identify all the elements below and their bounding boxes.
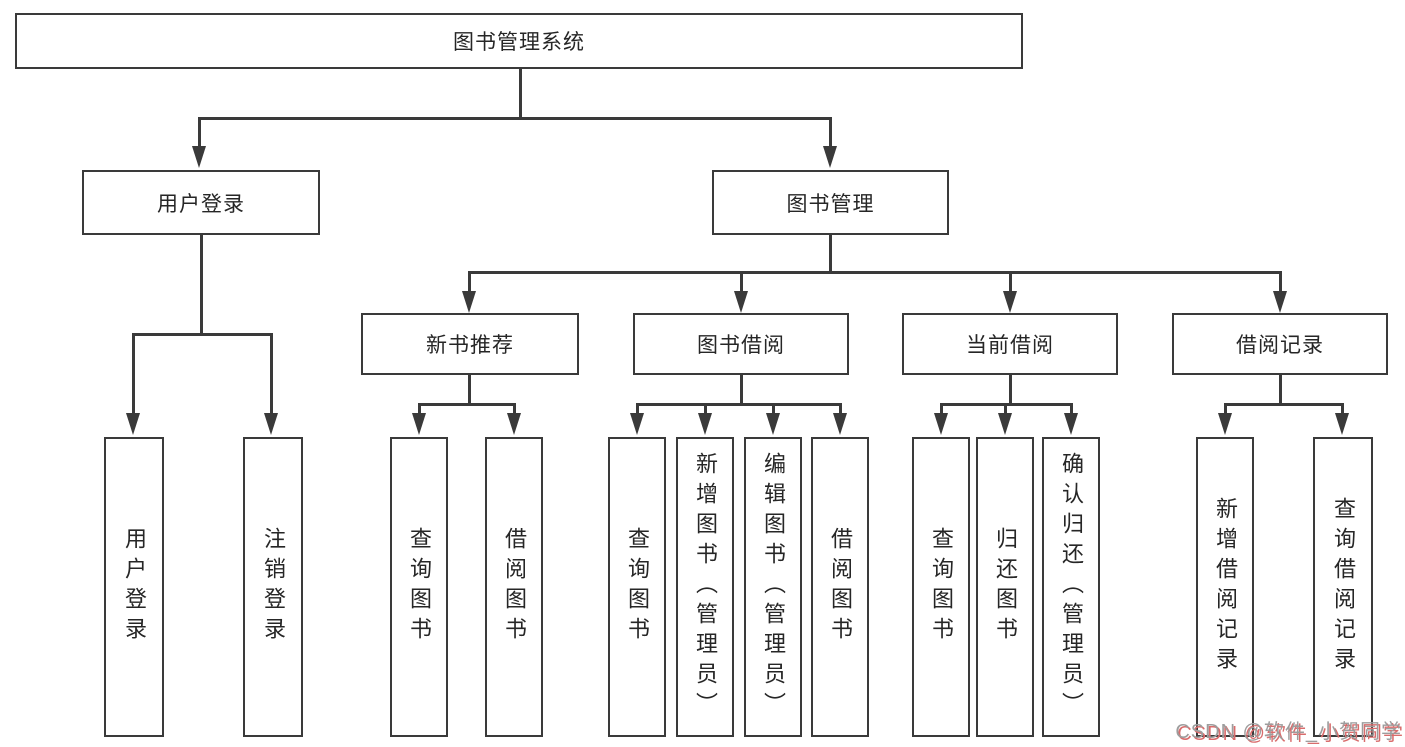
connector-line — [740, 271, 743, 293]
connector-line — [740, 375, 743, 406]
connector-line — [198, 117, 201, 148]
node-book-management: 图书管理 — [712, 170, 949, 235]
leaf-logout-label: 注销登录 — [261, 527, 286, 647]
connector-line — [940, 403, 943, 415]
arrow-down-icon — [462, 291, 476, 313]
arrow-down-icon — [1003, 291, 1017, 313]
connector-line — [1279, 375, 1282, 406]
connector-line — [132, 333, 135, 415]
node-current-borrow: 当前借阅 — [902, 313, 1118, 375]
arrow-down-icon — [698, 413, 712, 435]
connector-line — [200, 235, 203, 336]
leaf-query-borrow-record: 查询借阅记录 — [1313, 437, 1373, 737]
leaf-borrow-books: 借阅图书 — [811, 437, 869, 737]
leaf-return-books-label: 归还图书 — [993, 527, 1018, 647]
leaf-query-books-current-label: 查询图书 — [929, 527, 954, 647]
leaf-edit-books-admin-label: 编辑图书（管理员） — [761, 452, 786, 722]
leaf-logout: 注销登录 — [243, 437, 303, 737]
connector-line — [1009, 375, 1012, 406]
connector-line — [468, 271, 1281, 274]
connector-line — [1004, 403, 1007, 415]
leaf-borrow-books-newbooks: 借阅图书 — [485, 437, 543, 737]
leaf-add-borrow-record: 新增借阅记录 — [1196, 437, 1254, 737]
arrow-down-icon — [934, 413, 948, 435]
node-user-login: 用户登录 — [82, 170, 320, 235]
node-book-management-label: 图书管理 — [786, 192, 875, 216]
connector-line — [418, 403, 516, 406]
connector-line — [1224, 403, 1227, 415]
leaf-add-borrow-record-label: 新增借阅记录 — [1213, 497, 1238, 677]
leaf-user-login: 用户登录 — [104, 437, 164, 737]
leaf-user-login-label: 用户登录 — [122, 527, 147, 647]
leaf-borrow-books-label: 借阅图书 — [828, 527, 853, 647]
leaf-confirm-return-admin-label: 确认归还（管理员） — [1059, 452, 1084, 722]
connector-line — [1224, 403, 1344, 406]
arrow-down-icon — [507, 413, 521, 435]
connector-line — [704, 403, 707, 415]
node-new-books: 新书推荐 — [361, 313, 579, 375]
leaf-query-books-current: 查询图书 — [912, 437, 970, 737]
connector-line — [468, 375, 471, 406]
connector-line — [829, 235, 832, 274]
leaf-query-books-borrow: 查询图书 — [608, 437, 666, 737]
node-book-borrow: 图书借阅 — [633, 313, 849, 375]
connector-line — [270, 333, 273, 415]
leaf-query-books-newbooks: 查询图书 — [390, 437, 448, 737]
arrow-down-icon — [412, 413, 426, 435]
node-root-label: 图书管理系统 — [453, 31, 585, 54]
arrow-down-icon — [192, 146, 206, 168]
leaf-borrow-books-newbooks-label: 借阅图书 — [502, 527, 527, 647]
connector-line — [418, 403, 421, 415]
connector-line — [198, 117, 832, 120]
arrow-down-icon — [1064, 413, 1078, 435]
arrow-down-icon — [1335, 413, 1349, 435]
node-borrow-records: 借阅记录 — [1172, 313, 1388, 375]
leaf-query-books-newbooks-label: 查询图书 — [407, 527, 432, 647]
connector-line — [513, 403, 516, 415]
arrow-down-icon — [766, 413, 780, 435]
arrow-down-icon — [998, 413, 1012, 435]
leaf-query-borrow-record-label: 查询借阅记录 — [1331, 497, 1356, 677]
connector-line — [829, 117, 832, 148]
node-book-borrow-label: 图书借阅 — [697, 334, 785, 357]
connector-line — [1009, 271, 1012, 293]
leaf-edit-books-admin: 编辑图书（管理员） — [744, 437, 802, 737]
node-current-borrow-label: 当前借阅 — [966, 334, 1054, 357]
connector-line — [839, 403, 842, 415]
node-borrow-records-label: 借阅记录 — [1236, 334, 1324, 357]
connector-line — [468, 271, 471, 293]
arrow-down-icon — [126, 413, 140, 435]
connector-line — [772, 403, 775, 415]
watermark: CSDN @软件_小贺同学 — [1175, 721, 1402, 743]
connector-line — [1279, 271, 1282, 293]
arrow-down-icon — [264, 413, 278, 435]
node-new-books-label: 新书推荐 — [426, 334, 514, 357]
connector-line — [519, 69, 522, 119]
node-root: 图书管理系统 — [15, 13, 1023, 69]
arrow-down-icon — [833, 413, 847, 435]
leaf-query-books-borrow-label: 查询图书 — [625, 527, 650, 647]
connector-line — [636, 403, 842, 406]
leaf-add-books-admin: 新增图书（管理员） — [676, 437, 734, 737]
arrow-down-icon — [630, 413, 644, 435]
arrow-down-icon — [1273, 291, 1287, 313]
leaf-return-books: 归还图书 — [976, 437, 1034, 737]
arrow-down-icon — [823, 146, 837, 168]
connector-line — [1070, 403, 1073, 415]
arrow-down-icon — [1218, 413, 1232, 435]
leaf-confirm-return-admin: 确认归还（管理员） — [1042, 437, 1100, 737]
node-user-login-label: 用户登录 — [157, 192, 245, 216]
connector-line — [1341, 403, 1344, 415]
connector-line — [636, 403, 639, 415]
connector-line — [132, 333, 273, 336]
leaf-add-books-admin-label: 新增图书（管理员） — [693, 452, 718, 722]
arrow-down-icon — [734, 291, 748, 313]
